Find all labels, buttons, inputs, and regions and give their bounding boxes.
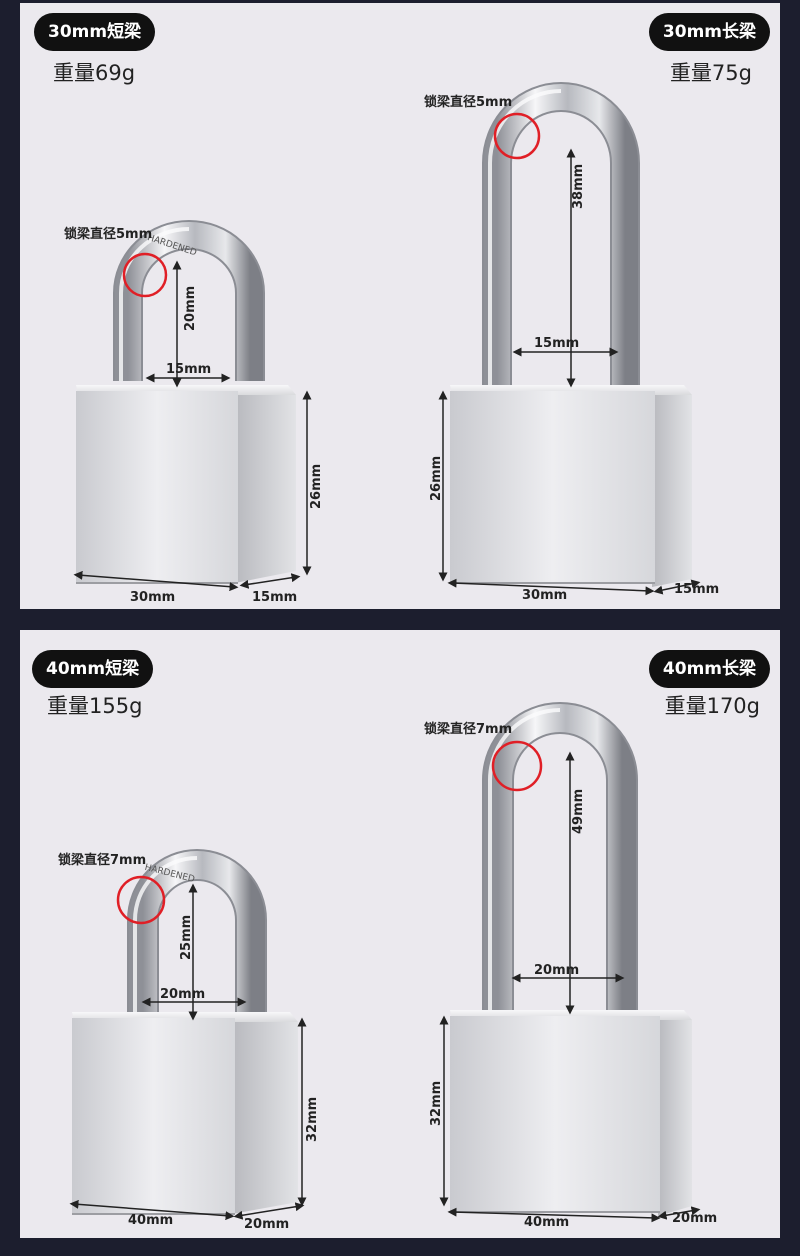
body-depth-label: 15mm xyxy=(674,582,719,597)
size-badge-40mm-short: 40mm短梁 xyxy=(32,650,154,688)
padlocks-30mm-illustration: HARDENED 锁梁直径5mm 20mm 15mm 26mm 30mm 15m… xyxy=(64,82,719,605)
size-badge-30mm-short: 30mm短梁 xyxy=(34,13,156,51)
size-badge-40mm-long: 40mm长梁 xyxy=(648,650,770,688)
panel-40mm: HARDENED 锁梁直径7mm 25mm 20mm 32mm 40mm 20m… xyxy=(20,630,780,1238)
padlocks-40mm-illustration: HARDENED 锁梁直径7mm 25mm 20mm 32mm 40mm 20m… xyxy=(58,702,717,1232)
shackle-diameter-callout-circle xyxy=(122,252,168,298)
shackle-width-label: 20mm xyxy=(160,987,205,1002)
shackle-height-label: 38mm xyxy=(571,164,586,209)
body-width-label: 30mm xyxy=(522,588,567,603)
body-height-label: 26mm xyxy=(309,464,324,509)
shackle-diameter-label: 锁梁直径5mm xyxy=(64,226,152,242)
body-width-dimension xyxy=(73,570,239,592)
size-badge-30mm-long: 30mm长梁 xyxy=(648,13,770,51)
body-depth-label: 15mm xyxy=(252,590,297,605)
shackle-height-label: 49mm xyxy=(571,789,586,834)
bottom-border xyxy=(0,1238,800,1256)
body-width-dimension xyxy=(447,578,655,596)
body-depth-dimension xyxy=(233,1202,305,1220)
body-width-dimension xyxy=(69,1199,235,1221)
padlock-30mm-short xyxy=(76,220,296,584)
padlock-40mm-long xyxy=(450,702,692,1216)
body-height-label: 26mm xyxy=(429,456,444,501)
shackle-height-label: 25mm xyxy=(179,915,194,960)
body-depth-dimension xyxy=(657,1206,701,1220)
shackle-diameter-label: 锁梁直径7mm xyxy=(58,852,146,868)
shackle-width-label: 15mm xyxy=(534,336,579,351)
shackle-diameter-callout-circle xyxy=(491,740,543,792)
body-depth-label: 20mm xyxy=(672,1211,717,1226)
body-width-label: 30mm xyxy=(130,590,175,605)
weight-label-40mm-long: 重量170g xyxy=(664,694,760,718)
body-depth-dimension xyxy=(239,573,301,589)
body-width-label: 40mm xyxy=(128,1213,173,1228)
shackle-height-label: 20mm xyxy=(183,286,198,331)
shackle-diameter-label: 锁梁直径5mm xyxy=(424,94,512,110)
weight-label-30mm-long: 重量75g xyxy=(669,61,752,85)
body-height-label: 32mm xyxy=(305,1097,320,1142)
shackle-width-label: 20mm xyxy=(534,963,579,978)
body-depth-label: 20mm xyxy=(244,1217,289,1232)
body-width-label: 40mm xyxy=(524,1215,569,1230)
shackle-width-label: 15mm xyxy=(166,362,211,377)
panel-30mm: HARDENED 锁梁直径5mm 20mm 15mm 26mm 30mm 15m… xyxy=(20,3,780,609)
body-width-dimension xyxy=(447,1207,661,1223)
weight-label-40mm-short: 重量155g xyxy=(47,694,143,718)
body-depth-dimension xyxy=(653,579,701,595)
padlock-40mm-short xyxy=(72,849,298,1215)
padlock-30mm-long xyxy=(450,82,692,587)
shackle-diameter-callout-circle xyxy=(116,875,166,925)
shackle-diameter-label: 锁梁直径7mm xyxy=(424,721,512,737)
body-height-label: 32mm xyxy=(429,1081,444,1126)
weight-label-30mm-short: 重量69g xyxy=(53,61,136,85)
shackle-diameter-callout-circle xyxy=(493,112,541,160)
